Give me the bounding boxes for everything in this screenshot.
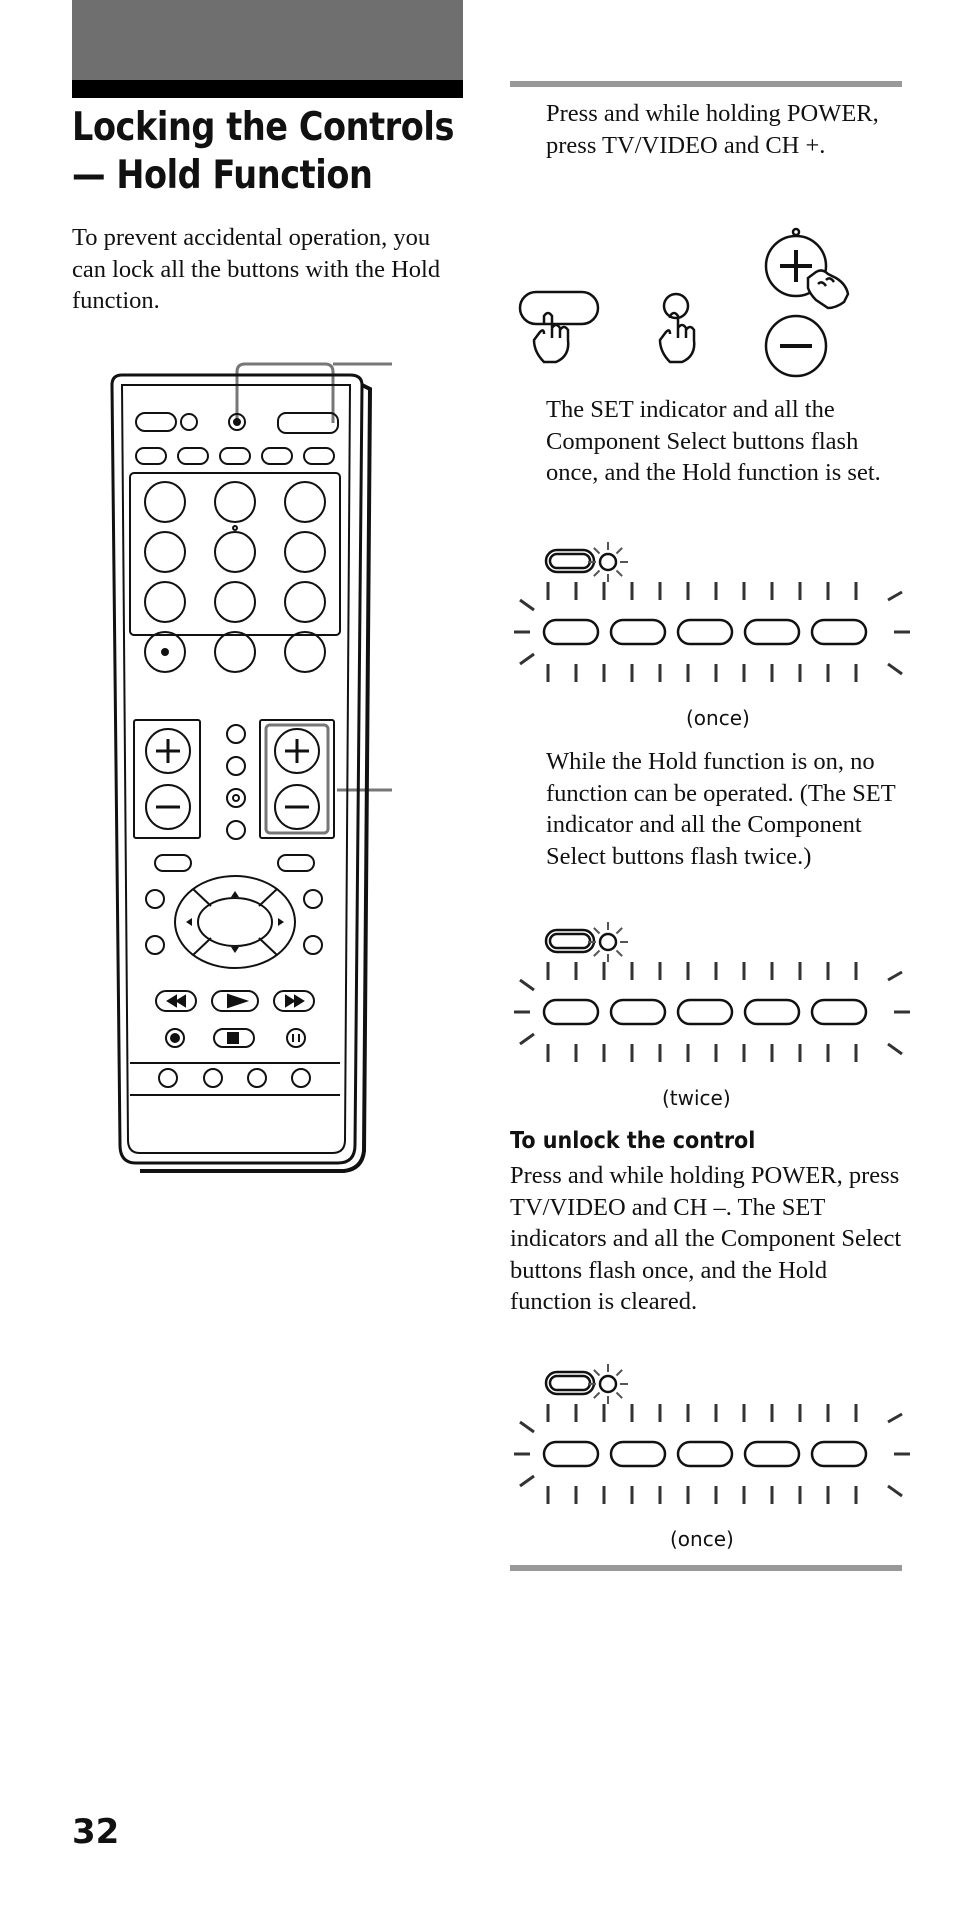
title-line-1: Locking the Controls <box>72 105 455 150</box>
component-select-button <box>810 998 868 1026</box>
bottom-rule <box>510 1565 902 1571</box>
remote-control-illustration <box>110 362 392 1173</box>
led-flash-ray <box>615 927 623 935</box>
set-indicator-led <box>598 932 618 952</box>
flash-side-dash <box>887 970 903 982</box>
led-flash-ray <box>593 949 601 957</box>
step-2-text: The SET indicator and all the Component … <box>546 396 881 486</box>
component-select-button <box>609 998 667 1026</box>
button-press-illustration <box>518 227 850 378</box>
unlock-heading: To unlock the control <box>510 1128 756 1154</box>
flash-side-dash <box>519 598 535 612</box>
header-gray-block <box>72 0 463 80</box>
component-select-button <box>676 1440 734 1468</box>
led-flash-ray <box>615 949 623 957</box>
component-select-button <box>676 998 734 1026</box>
title-line-2: — Hold Function <box>72 153 373 198</box>
page-number: 32 <box>72 1812 120 1852</box>
led-flash-ray <box>615 569 623 577</box>
component-select-button <box>743 998 801 1026</box>
flash-side-dash <box>887 1412 903 1424</box>
flash-side-dash <box>519 978 535 992</box>
component-select-button <box>676 618 734 646</box>
flash-side-dash <box>887 662 903 676</box>
component-select-button <box>542 998 600 1026</box>
led-flash-ray <box>593 927 601 935</box>
caption-once-unlock: (once) <box>670 1527 734 1551</box>
component-select-button <box>609 618 667 646</box>
step-1-text: Press and while holding POWER, press TV/… <box>546 100 879 159</box>
flash-diagram-once-unlock <box>514 1364 910 1504</box>
caption-once: (once) <box>686 706 750 730</box>
component-select-button <box>542 618 600 646</box>
set-indicator-led <box>598 1374 618 1394</box>
intro-paragraph: To prevent accidental operation, you can… <box>72 224 441 314</box>
step-3-text: While the Hold function is on, no functi… <box>546 748 896 870</box>
led-flash-ray <box>615 1369 623 1377</box>
component-select-button <box>810 1440 868 1468</box>
led-flash-ray <box>593 1391 601 1399</box>
flash-side-dash <box>887 590 903 602</box>
component-select-button <box>810 618 868 646</box>
component-select-button <box>743 1440 801 1468</box>
caption-twice: (twice) <box>662 1086 731 1110</box>
unlock-text: Press and while holding POWER, press TV/… <box>510 1162 902 1315</box>
flash-side-dash <box>519 1420 535 1434</box>
led-flash-ray <box>615 1391 623 1399</box>
set-indicator-pill-inner <box>548 1374 592 1392</box>
component-select-button <box>542 1440 600 1468</box>
set-indicator-pill-inner <box>548 552 592 570</box>
page-title: Locking the Controls — Hold Function <box>72 104 455 200</box>
set-indicator-led <box>598 552 618 572</box>
flash-diagram-once <box>514 542 910 682</box>
flash-side-dash <box>519 652 535 666</box>
flash-side-dash <box>887 1484 903 1498</box>
set-indicator-pill-inner <box>548 932 592 950</box>
led-flash-ray <box>593 569 601 577</box>
flash-side-dash <box>519 1474 535 1488</box>
flash-diagram-twice <box>514 922 910 1062</box>
header-black-bar <box>72 80 463 98</box>
led-flash-ray <box>593 1369 601 1377</box>
led-flash-ray <box>593 547 601 555</box>
top-rule <box>510 81 902 87</box>
flash-side-dash <box>887 1042 903 1056</box>
flash-side-dash <box>519 1032 535 1046</box>
component-select-button <box>743 618 801 646</box>
led-flash-ray <box>615 547 623 555</box>
component-select-button <box>609 1440 667 1468</box>
